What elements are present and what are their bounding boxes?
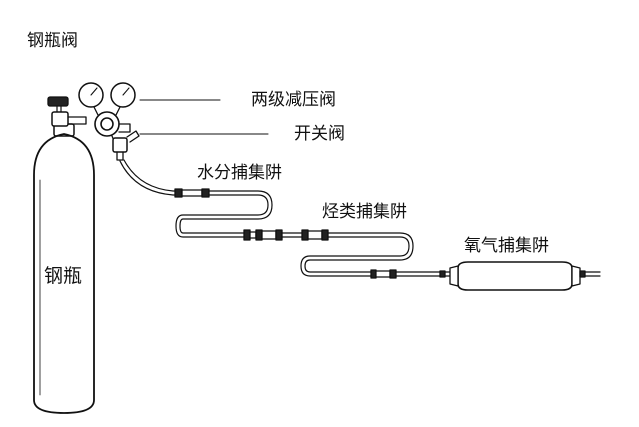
- hc-fitting-1: [243, 229, 251, 241]
- label-cylinder: 钢瓶: [44, 265, 83, 287]
- ox-fitting-1: [370, 269, 377, 279]
- tubing-outer: [119, 160, 601, 277]
- hc-body-3: [307, 230, 323, 240]
- cylinder-valve: [47, 96, 87, 127]
- ox-fitting-4: [579, 270, 586, 278]
- gauge-stems: [93, 106, 121, 116]
- water-trap-body: [181, 189, 203, 197]
- regulator-knob: [100, 117, 114, 131]
- switch-valve: [112, 130, 140, 161]
- label-cylinder-valve: 钢瓶阀: [27, 31, 78, 51]
- valve-body: [51, 111, 69, 127]
- valve-handwheel: [47, 96, 69, 107]
- switch-valve-body: [112, 137, 128, 153]
- label-hydrocarbon-trap: 烃类捕集阱: [322, 202, 407, 222]
- hc-fitting-3: [275, 229, 283, 241]
- oxygen-trap-cartridge: [457, 261, 573, 291]
- tubing-inner: [123, 159, 601, 273]
- gauge-right-needle: [122, 87, 130, 96]
- water-trap-fitting-r: [201, 188, 210, 198]
- ox-fitting-3: [439, 270, 446, 278]
- switch-valve-handle: [126, 130, 140, 143]
- hydrocarbon-trap: [243, 229, 329, 241]
- water-trap: [174, 188, 210, 198]
- ox-fitting-2: [389, 269, 397, 279]
- water-trap-fitting-l: [174, 188, 183, 198]
- two-stage-regulator: [78, 82, 136, 147]
- label-water-trap: 水分捕集阱: [197, 163, 282, 183]
- oxygen-trap-cap-right: [571, 265, 581, 287]
- label-oxygen-trap: 氧气捕集阱: [464, 236, 549, 256]
- hc-body-2: [261, 230, 277, 240]
- ox-body-1: [375, 270, 391, 278]
- gauge-left-needle: [90, 87, 98, 96]
- oxygen-trap-cap-left: [449, 265, 459, 287]
- hc-fitting-4: [301, 229, 309, 241]
- switch-valve-fitting: [116, 151, 124, 161]
- oxygen-trap: [370, 261, 586, 291]
- regulator-outlet: [118, 123, 131, 133]
- pressure-gauge-left: [78, 82, 104, 108]
- hc-body-1: [249, 231, 257, 239]
- cylinder-body: [33, 133, 95, 414]
- hc-fitting-5: [321, 229, 329, 241]
- gas-cylinder: [33, 123, 95, 414]
- valve-stem: [56, 105, 62, 113]
- label-switch-valve: 开关阀: [294, 124, 345, 144]
- hc-fitting-2: [255, 229, 263, 241]
- label-two-stage-regulator: 两级减压阀: [251, 90, 336, 110]
- pressure-gauge-right: [110, 82, 136, 108]
- valve-outlet: [67, 116, 87, 125]
- regulator-body: [94, 111, 120, 137]
